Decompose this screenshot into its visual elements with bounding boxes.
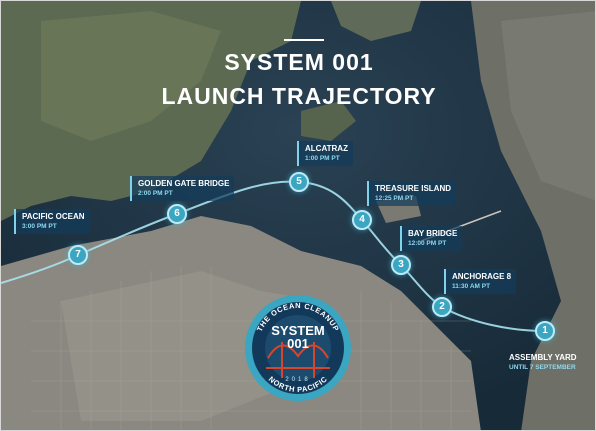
page-title-line1: SYSTEM 001 [224, 49, 374, 75]
waypoint-marker-2[interactable]: 2 [432, 297, 452, 317]
waypoint-name: ASSEMBLY YARD [509, 353, 577, 362]
waypoint-marker-5[interactable]: 5 [289, 172, 309, 192]
waypoint-time: 12:00 PM PT [408, 240, 447, 247]
logo-center-line1: SYSTEM [271, 323, 325, 338]
waypoint-name: ALCATRAZ [305, 144, 348, 153]
waypoint-label-3: BAY BRIDGE 12:00 PM PT [400, 226, 463, 251]
waypoint-time: 2:00 PM PT [138, 190, 173, 197]
waypoint-marker-6[interactable]: 6 [167, 204, 187, 224]
logo-center-line2: 001 [287, 336, 309, 351]
waypoint-name: BAY BRIDGE [408, 229, 458, 238]
waypoint-name: PACIFIC OCEAN [22, 212, 85, 221]
waypoint-marker-1[interactable]: 1 [535, 321, 555, 341]
waypoint-label-6: GOLDEN GATE BRIDGE 2:00 PM PT [130, 176, 235, 201]
waypoint-marker-3[interactable]: 3 [391, 255, 411, 275]
waypoint-name: TREASURE ISLAND [375, 184, 452, 193]
waypoint-label-1: ASSEMBLY YARD UNTIL 7 SEPTEMBER [503, 350, 582, 375]
title-rule [284, 39, 324, 41]
waypoint-name: ANCHORAGE 8 [452, 272, 512, 281]
waypoint-label-4: TREASURE ISLAND 12:25 PM PT [367, 181, 457, 206]
waypoint-time: 12:25 PM PT [375, 195, 414, 202]
waypoint-name: GOLDEN GATE BRIDGE [138, 179, 230, 188]
logo-year: 2018 [285, 377, 310, 383]
page-title-line2: LAUNCH TRAJECTORY [161, 83, 437, 109]
waypoint-label-7: PACIFIC OCEAN 3:00 PM PT [14, 209, 90, 234]
waypoint-marker-7[interactable]: 7 [68, 245, 88, 265]
waypoint-marker-4[interactable]: 4 [352, 210, 372, 230]
waypoint-time: 3:00 PM PT [22, 223, 57, 230]
logo-center-text: SYSTEM 001 [244, 324, 352, 350]
waypoint-label-2: ANCHORAGE 8 11:30 AM PT [444, 269, 517, 294]
waypoint-label-5: ALCATRAZ 1:00 PM PT [297, 141, 353, 166]
waypoint-time: 11:30 AM PT [452, 283, 491, 290]
waypoint-time: UNTIL 7 SEPTEMBER [509, 364, 576, 371]
waypoint-time: 1:00 PM PT [305, 155, 340, 162]
ocean-cleanup-logo: THE OCEAN CLEANUP NORTH PACIFIC 2018 [245, 295, 351, 401]
